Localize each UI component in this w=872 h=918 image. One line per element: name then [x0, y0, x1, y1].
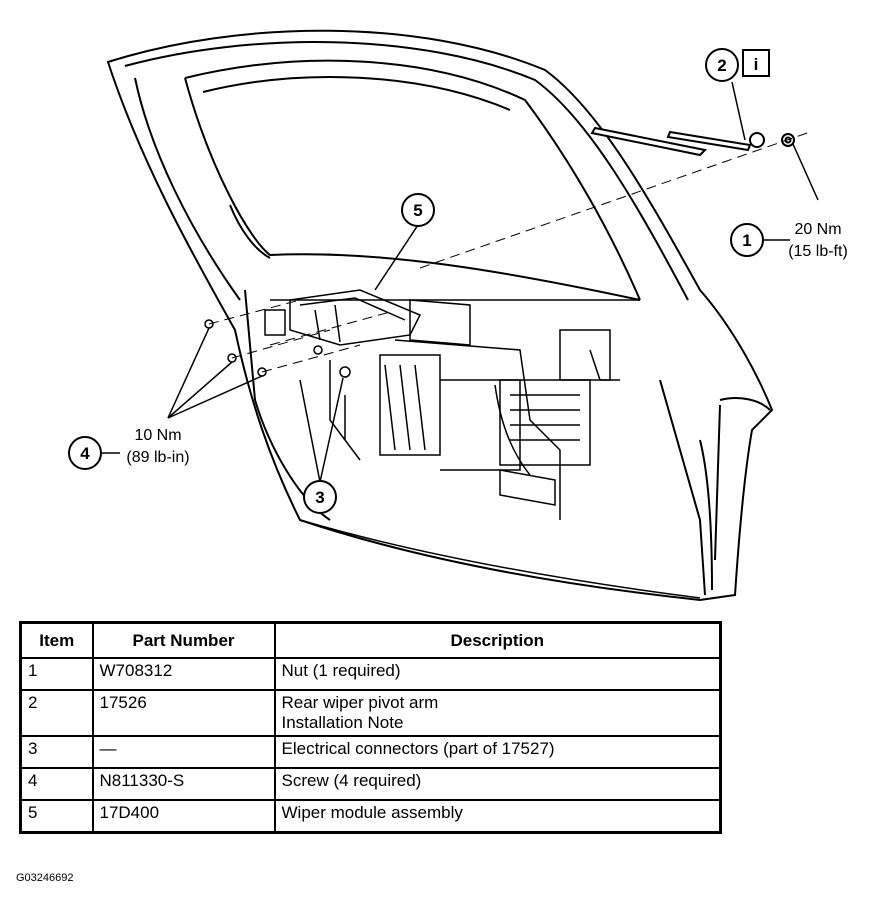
description-line: Rear wiper pivot arm — [281, 693, 439, 712]
table-header-row: Item Part Number Description — [19, 621, 722, 659]
wiper-module — [264, 289, 422, 346]
item-cell: 4 — [19, 767, 94, 801]
wiper-arm — [590, 126, 795, 157]
callout-2: 2 i — [705, 48, 770, 82]
callout-5: 5 — [401, 193, 435, 227]
leader-lines — [101, 81, 819, 483]
inner-panel — [329, 299, 620, 520]
figure-id: G03246692 — [16, 872, 74, 884]
column-header-item: Item — [19, 621, 94, 659]
alignment-lines — [208, 131, 811, 373]
screws — [204, 319, 351, 378]
callout-1: 1 20 Nm (15 lb-ft) — [730, 221, 848, 260]
table-row: 4 N811330-S Screw (4 required) — [19, 767, 722, 801]
part-number-cell: N811330-S — [91, 767, 276, 801]
callout-3-number: 3 — [315, 488, 324, 507]
callout-4-torque-imperial: (89 lb-in) — [126, 449, 189, 466]
part-number-cell: 17526 — [91, 689, 276, 737]
callout-1-torque-metric: 20 Nm — [794, 221, 841, 238]
item-cell: 5 — [19, 799, 94, 834]
table-row: 5 17D400 Wiper module assembly — [19, 799, 722, 834]
liftgate-illustration: 2 i 1 20 Nm (15 lb-ft) 5 4 10 Nm (89 lb-… — [68, 29, 848, 602]
liftgate-outline — [106, 29, 774, 602]
callout-4: 4 10 Nm (89 lb-in) — [68, 427, 190, 470]
callout-5-number: 5 — [413, 201, 422, 220]
description-cell: Rear wiper pivot arm Installation Note — [273, 689, 722, 737]
callout-1-torque-imperial: (15 lb-ft) — [788, 243, 848, 260]
info-icon: i — [754, 55, 759, 74]
table-row: 2 17526 Rear wiper pivot arm Installatio… — [19, 689, 722, 737]
description-cell: Electrical connectors (part of 17527) — [273, 735, 722, 769]
part-number-cell: 17D400 — [91, 799, 276, 834]
callout-3: 3 — [303, 480, 337, 514]
callout-4-number: 4 — [80, 444, 90, 463]
description-cell: Wiper module assembly — [273, 799, 722, 834]
item-cell: 3 — [19, 735, 94, 769]
column-header-description: Description — [273, 621, 722, 659]
table-row: 1 W708312 Nut (1 required) — [19, 657, 722, 691]
callout-2-number: 2 — [717, 56, 726, 75]
part-number-cell: W708312 — [91, 657, 276, 691]
parts-table: Item Part Number Description 1 W708312 N… — [19, 621, 722, 834]
description-cell: Screw (4 required) — [273, 767, 722, 801]
part-number-cell: — — [91, 735, 276, 769]
callout-4-torque-metric: 10 Nm — [134, 427, 181, 444]
item-cell: 2 — [19, 689, 94, 737]
callout-1-number: 1 — [742, 231, 751, 250]
table-row: 3 — Electrical connectors (part of 17527… — [19, 735, 722, 769]
item-cell: 1 — [19, 657, 94, 691]
installation-note-link[interactable]: Installation Note — [281, 713, 404, 732]
column-header-part-number: Part Number — [91, 621, 276, 659]
description-cell: Nut (1 required) — [273, 657, 722, 691]
